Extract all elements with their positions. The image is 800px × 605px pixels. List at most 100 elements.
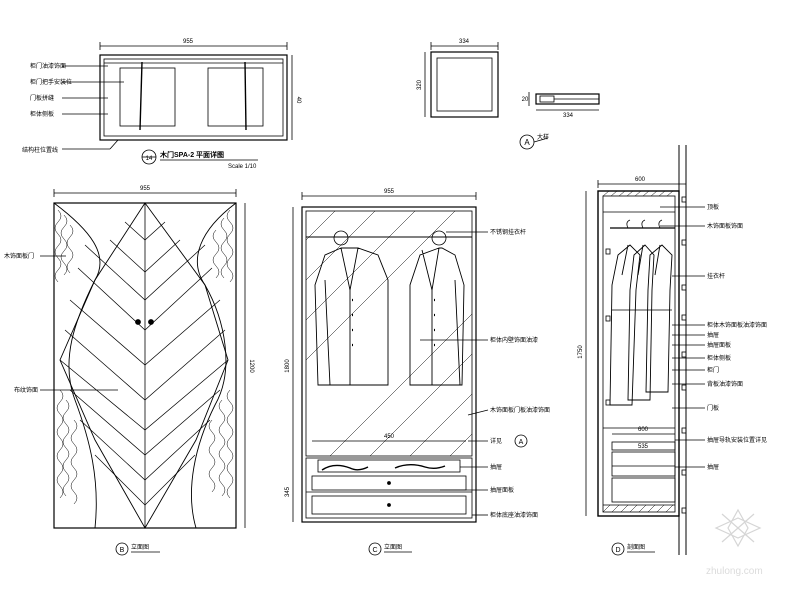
section-d-cabinet	[597, 190, 680, 517]
section-d-marker	[611, 542, 625, 556]
section-d-callout-7: 柜体侧板	[707, 354, 731, 362]
elev-c-lower-callout-1: 抽屉	[490, 463, 502, 471]
section-d-callout-8: 柜门	[707, 366, 719, 374]
elev-c-drawer-1	[311, 475, 467, 491]
detail-a-section-inner	[539, 95, 555, 103]
plan-title-mark: 14	[146, 156, 153, 162]
elev-c-shoe-tray	[317, 459, 461, 473]
detail-a-dim-h: 320	[417, 79, 423, 90]
plan-view: 955 40 柜门油漆饰面 柜门把手安装位 门板拼缝 柜体侧板 结构柱位置线 1…	[22, 39, 301, 170]
elev-b-mark: B	[120, 547, 125, 554]
section-d-callout-10: 门板	[707, 404, 719, 412]
section-d-hinge-4	[681, 314, 687, 321]
elev-c-a-mark: A	[519, 439, 524, 446]
elev-b-wood-grain-left	[53, 202, 101, 529]
elev-b-marker	[115, 542, 129, 556]
elev-c-lower-callout-2: 抽屉面板	[490, 486, 514, 494]
watermark-logo-icon	[714, 508, 762, 548]
section-d-hinge-2	[681, 239, 687, 246]
section-d-dim-inner: 535	[638, 444, 649, 450]
plan-bottom-callout: 结构柱位置线	[22, 146, 58, 154]
section-d-callout-5: 抽屉	[707, 331, 719, 339]
section-d-top-hatch	[602, 190, 674, 197]
elev-c-callout-1: 不锈钢挂衣杆	[490, 228, 526, 236]
plan-panel-right	[207, 67, 264, 127]
elev-c-hanger-hook-left	[333, 230, 349, 246]
section-d-coat-2	[627, 244, 655, 401]
section-d-coat-3	[645, 244, 673, 393]
section-d-hinge-9	[681, 507, 687, 514]
section-d-lower-callout-1: 抽屉导轨安装位置详见	[707, 436, 767, 444]
elev-b-grain-fill-right	[208, 209, 234, 499]
section-d-hangers	[626, 219, 663, 229]
elev-b-callout-mid: 布纹饰面	[14, 386, 38, 394]
section-d-inner	[602, 195, 676, 513]
elev-b-callout-left: 木饰面板门	[4, 252, 34, 260]
section-d-dim-width: 600	[635, 177, 646, 183]
elev-c-drawer-2	[311, 495, 467, 515]
detail-a-mark: A	[524, 138, 530, 147]
section-d-callout-3: 挂衣杆	[707, 272, 725, 280]
section-d-drawer-2	[611, 477, 676, 503]
elev-c-shoes	[321, 464, 446, 471]
elev-b-dim-width: 955	[140, 186, 151, 192]
plan-handle-right	[244, 61, 247, 131]
elev-b-title: 立面图	[131, 543, 149, 551]
plan-callout-3: 门板拼缝	[30, 94, 54, 102]
elev-c-hanger-hook-right	[431, 230, 447, 246]
section-d-callout-1: 顶板	[707, 203, 719, 211]
elev-c-coat-right	[409, 247, 465, 386]
elevation-c: 955 1800 345 450 不锈钢挂衣杆 柜体内壁饰面油漆	[285, 189, 550, 556]
elev-c-leader-3	[467, 409, 489, 416]
elev-b-chevrons	[59, 221, 229, 506]
elev-c-callout-3: 木饰面板门板油漆饰面	[490, 406, 550, 414]
detail-a: 334 320 20 334 A 大样	[417, 39, 600, 150]
detail-a-square-outer	[430, 51, 499, 118]
section-d-dim-shelf: 600	[638, 427, 649, 433]
elev-c-coat-buttons	[352, 298, 435, 347]
section-d-callout-4: 柜体木饰面板油漆饰面	[707, 321, 767, 329]
section-d-hinge-5	[681, 351, 687, 358]
elev-b-grain-fill-left	[54, 209, 78, 505]
section-d-drawer	[611, 451, 676, 477]
elev-c-drawer-base	[305, 457, 473, 519]
plan-panel-left	[119, 67, 176, 127]
section-d-callout-2: 木饰面板饰面	[707, 222, 743, 230]
section-d-hinge-6	[681, 384, 687, 391]
detail-a-marker-leader	[533, 137, 549, 143]
section-d-hinge-12	[605, 399, 611, 406]
section-d-hinge-10	[605, 248, 611, 255]
elev-c-cabinet	[301, 206, 477, 523]
plan-title: 木门SPA-2 平面详图	[159, 150, 224, 159]
elev-c-marker	[368, 542, 382, 556]
plan-dim-width: 955	[183, 39, 194, 45]
elev-c-callout-2: 柜体内壁饰面油漆	[490, 336, 538, 344]
detail-a-sec-small: 20	[522, 97, 529, 103]
section-d-title: 剖面图	[627, 543, 645, 551]
elev-c-drawer-knob-1	[387, 481, 391, 485]
elev-b-knob-right	[148, 319, 154, 325]
elev-c-dim-rail: 450	[384, 434, 395, 440]
section-d-hinge-8	[681, 469, 687, 476]
section-d-dim-height: 1750	[578, 345, 584, 359]
plan-inner-frame	[103, 58, 284, 137]
elevation-b: 955 1200 木饰面板门 布纹饰面 B 立面图	[4, 186, 254, 556]
section-d-hinge-7	[681, 427, 687, 434]
elev-c-dim-base-text: 345	[285, 486, 291, 497]
plan-scale: Scale 1/10	[228, 164, 257, 170]
elev-c-upper-bay	[305, 210, 473, 457]
elev-c-coat-left	[314, 247, 389, 386]
elev-c-title: 立面图	[384, 543, 402, 551]
plan-callout-4: 柜体侧板	[30, 110, 54, 118]
plan-bottom-leader-2	[109, 139, 119, 150]
watermark-text: zhulong.com	[706, 566, 763, 577]
section-d-callout-9: 背板油漆饰面	[707, 380, 743, 388]
section-d-mark: D	[615, 547, 620, 554]
detail-a-sec-w: 334	[563, 113, 574, 119]
elev-c-glass-hatch	[305, 210, 473, 457]
plan-callout-1: 柜门油漆饰面	[30, 62, 66, 70]
elev-b-knob-left	[135, 319, 141, 325]
section-d: 600 1750 600 535	[578, 145, 767, 556]
plan-dim-depth: 40	[295, 97, 301, 104]
